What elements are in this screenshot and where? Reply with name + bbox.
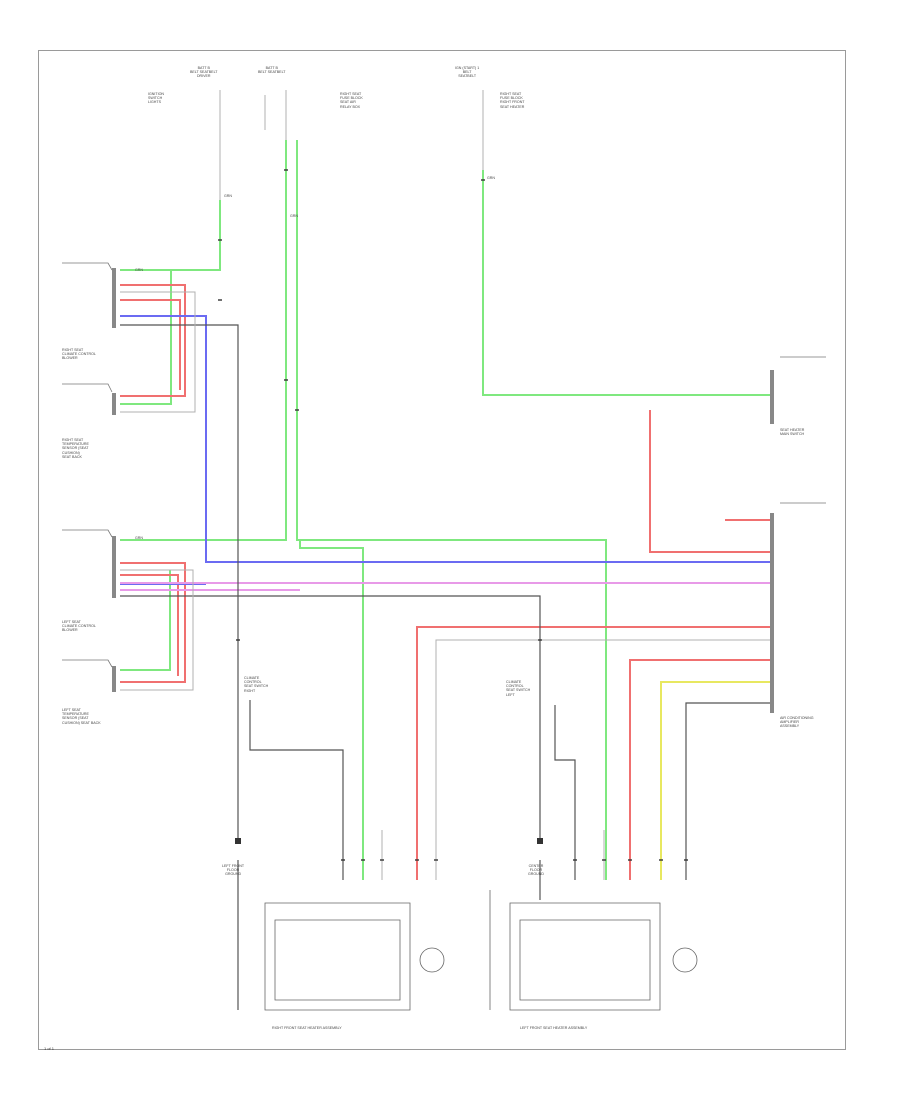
- wire-label-1: GRN: [224, 194, 232, 198]
- green-wire-4: [120, 200, 221, 271]
- blue-wire-1: [120, 315, 770, 563]
- gray-wire-3: [120, 569, 194, 691]
- green-wire-2: [120, 140, 287, 541]
- red-wire-2: [120, 299, 181, 390]
- rfsh-inner: [274, 919, 401, 1001]
- diagram-frame: [38, 50, 846, 1050]
- wire-label-4: GRN: [135, 268, 143, 272]
- bracket-ls-temp: [62, 659, 113, 668]
- red-wire-5: [649, 410, 770, 553]
- source-label-1: BATT B BELT SEATBELT DRIVER: [190, 66, 218, 79]
- module-label-ls-ctrl: LEFT SEAT CLIMATE CONTROL BLOWER: [62, 620, 96, 633]
- ground-g2: [537, 838, 543, 844]
- module-label-rs-ctrl: RIGHT SEAT CLIMATE CONTROL BLOWER: [62, 348, 96, 361]
- module-label-hsw: SEAT HEATER MAIN SWITCH: [780, 428, 805, 437]
- black-wire-2: [120, 595, 541, 840]
- black-wire-3: [685, 702, 770, 880]
- lfsh-inner: [519, 919, 651, 1001]
- black-wires: [120, 324, 770, 1010]
- ground-label-2: CENTER FLOOR GROUND: [528, 864, 544, 877]
- bracket-rs-temp: [62, 383, 113, 393]
- pin-hsw: [770, 370, 774, 424]
- footer-code: 1 of 1: [44, 1046, 55, 1051]
- bracket-ls-ctrl: [62, 529, 113, 538]
- ground-label-1: LEFT FRONT FLOOR GROUND: [222, 864, 245, 877]
- source-label-6: RIGHT SEAT FUSE BLOCK RIGHT FRONT SEAT H…: [500, 92, 525, 109]
- green-wire-5: [120, 270, 172, 405]
- lfsh-sensor: [672, 947, 698, 973]
- black-wire-5: [554, 705, 576, 880]
- source-label-3: IGN (START) 1 BELT SEATBELT: [455, 66, 480, 79]
- black-wire-1: [120, 324, 239, 840]
- wire-label-3: GRN: [487, 176, 495, 180]
- black-wire-4: [249, 700, 344, 880]
- pink-wires: [120, 582, 770, 591]
- red-wire-6: [416, 626, 770, 880]
- lfsh-box: [509, 902, 661, 1011]
- green-wire-7: [299, 540, 364, 880]
- source-label-5: RIGHT SEAT FUSE BLOCK SEAT AIR RELAY BOX: [340, 92, 363, 109]
- wire-label-5: GRN: [135, 536, 143, 540]
- gray-wire-1: [435, 639, 770, 880]
- module-label-ls-temp: LEFT SEAT TEMPERATURE SENSOR (SEAT CUSHI…: [62, 708, 101, 725]
- connector-marks: [218, 169, 688, 861]
- switch-label-left: CLIMATE CONTROL SEAT SWITCH LEFT: [506, 680, 531, 697]
- module-label-ecu: AIR CONDITIONING AMPLIFIER ASSEMBLY: [780, 716, 814, 729]
- rfsh-sensor: [419, 947, 445, 973]
- switch-label-right: CLIMATE CONTROL SEAT SWITCH RIGHT: [244, 676, 269, 693]
- connector-pins: [112, 268, 774, 713]
- ground-g1: [235, 838, 241, 844]
- bottom-module-boxes: [264, 890, 698, 1011]
- source-label-4: IGNITION SWITCH LIGHTS: [148, 92, 164, 105]
- pin-ls1: [112, 536, 116, 598]
- gray-wire-2: [120, 291, 196, 413]
- red-wire-4: [120, 574, 179, 676]
- green-wire-6: [120, 570, 171, 671]
- red-wires: [120, 284, 770, 880]
- bracket-rs-ctrl: [62, 262, 113, 271]
- module-brackets: [62, 262, 826, 668]
- ground-symbols: [235, 838, 543, 844]
- blue-wires: [120, 315, 770, 585]
- green-wire-1: [482, 170, 770, 396]
- gray-wires: [120, 90, 770, 880]
- source-label-2: BATT B BELT SEATBELT: [258, 66, 286, 75]
- wire-label-2: GRN: [290, 214, 298, 218]
- pin-ecu: [770, 513, 774, 713]
- green-wire-3: [296, 140, 607, 880]
- pin-rs2: [112, 393, 116, 415]
- red-wire-3: [120, 562, 186, 683]
- bottom-module-label-left: LEFT FRONT SEAT HEATER ASSEMBLY: [520, 1026, 588, 1030]
- bottom-module-label-right: RIGHT FRONT SEAT HEATER ASSEMBLY: [272, 1026, 342, 1030]
- red-wire-1: [120, 284, 186, 397]
- red-wire-7: [629, 659, 770, 880]
- pin-rs1: [112, 268, 116, 328]
- green-wires: [120, 140, 770, 880]
- pin-ls2: [112, 666, 116, 692]
- rfsh-box: [264, 902, 411, 1011]
- module-label-rs-temp: RIGHT SEAT TEMPERATURE SENSOR (SEAT CUSH…: [62, 438, 89, 459]
- yellow-wire-1: [660, 681, 770, 880]
- yellow-wires: [660, 681, 770, 880]
